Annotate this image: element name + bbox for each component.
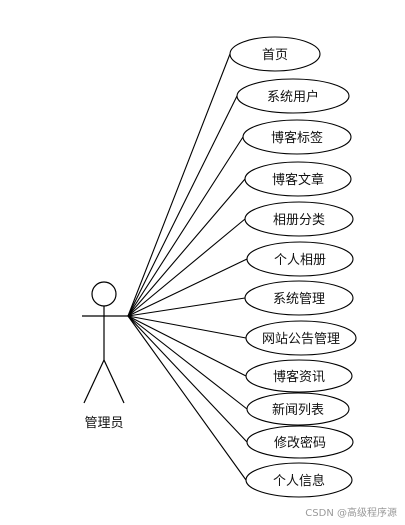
actor-figure: 管理员 <box>82 281 128 431</box>
association-lines <box>127 53 248 481</box>
use-case-label: 系统用户 <box>267 89 319 105</box>
association-line <box>127 315 247 377</box>
use-case-ellipse <box>244 201 354 237</box>
use-case-ellipse <box>242 119 352 155</box>
use-case-ellipse <box>244 280 354 316</box>
use-case-label: 个人相册 <box>274 253 326 268</box>
use-case-label: 博客文章 <box>272 172 324 188</box>
use-case: 修改密码 <box>246 425 354 459</box>
use-case: 博客资讯 <box>245 359 353 393</box>
use-case: 博客文章 <box>244 161 352 197</box>
use-case-ellipse <box>236 78 350 114</box>
use-case-label: 博客资讯 <box>273 369 325 385</box>
association-line <box>127 258 248 317</box>
use-case: 系统用户 <box>236 78 350 114</box>
use-case-ellipse <box>246 425 354 459</box>
use-case: 相册分类 <box>244 201 354 237</box>
use-case: 网站公告管理 <box>245 320 357 356</box>
use-case-ellipse <box>245 462 353 498</box>
use-case-label: 相册分类 <box>273 213 325 228</box>
association-line <box>127 315 248 410</box>
use-case-group: 首页系统用户博客标签博客文章相册分类个人相册系统管理网站公告管理博客资讯新闻列表… <box>229 36 357 498</box>
watermark: CSDN @高级程序源 <box>305 508 397 519</box>
use-case: 个人相册 <box>246 241 354 277</box>
use-case-ellipse <box>245 320 357 356</box>
actor-right-leg <box>103 359 125 404</box>
use-case-label: 系统管理 <box>273 292 325 307</box>
use-case: 首页 <box>229 36 321 72</box>
use-case-label: 新闻列表 <box>272 402 324 418</box>
association-line <box>127 297 246 317</box>
use-case: 博客标签 <box>242 119 352 155</box>
association-line <box>127 315 247 339</box>
use-case-label: 个人信息 <box>273 473 325 489</box>
use-case: 个人信息 <box>245 462 353 498</box>
association-line <box>127 315 248 443</box>
use-case-label: 博客标签 <box>271 130 323 146</box>
use-case-label: 首页 <box>262 48 288 63</box>
use-case-ellipse <box>245 359 353 393</box>
actor-head <box>91 281 117 307</box>
association-line <box>127 178 246 317</box>
use-case-ellipse <box>246 241 354 277</box>
association-line <box>127 218 246 317</box>
use-case-ellipse <box>229 36 321 72</box>
actor-label: 管理员 <box>84 416 123 431</box>
use-case: 系统管理 <box>244 280 354 316</box>
actor-left-leg <box>83 359 105 404</box>
association-line <box>127 136 244 317</box>
use-case: 新闻列表 <box>246 392 350 426</box>
use-case-label: 修改密码 <box>274 435 326 451</box>
use-case-ellipse <box>244 161 352 197</box>
association-line <box>127 95 238 317</box>
association-line <box>127 53 231 317</box>
use-case-label: 网站公告管理 <box>262 332 340 347</box>
association-line <box>127 315 247 481</box>
use-case-ellipse <box>246 392 350 426</box>
